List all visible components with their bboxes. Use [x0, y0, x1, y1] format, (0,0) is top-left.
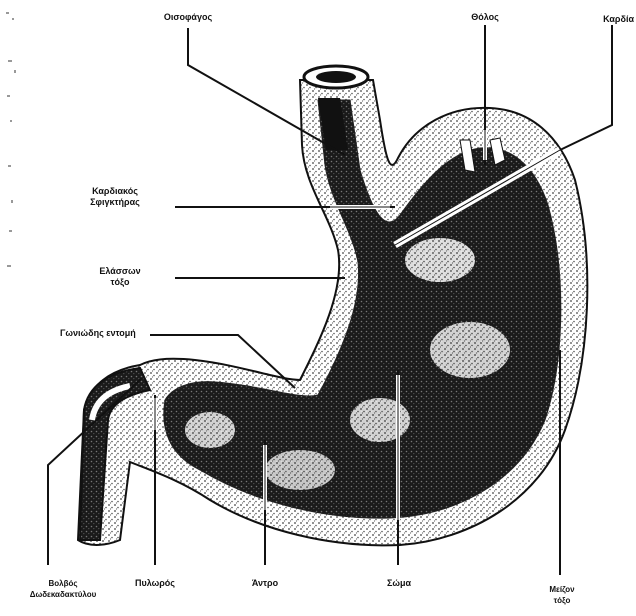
label-angular-notch: Γωνιώδης εντομή [60, 328, 160, 339]
leader-cardia [560, 25, 612, 150]
label-fundus: Θόλος [455, 12, 515, 23]
label-cardiac-sphincter: Καρδιακός Σφιγκτήρας [60, 186, 170, 208]
label-duodenal-bulb: Βολβός Δωδεκαδακτύλου [8, 578, 118, 600]
label-pylorus: Πυλωρός [120, 578, 190, 589]
label-body: Σώμα [374, 578, 424, 589]
label-greater-curvature: Μείζον τόξο [530, 584, 594, 606]
scan-noise [4, 0, 22, 300]
label-antrum: Άντρο [238, 578, 292, 589]
label-esophagus: Οισοφάγος [148, 12, 228, 23]
label-cardia: Καρδία [576, 14, 634, 25]
label-lesser-curvature: Ελάσσων τόξο [70, 266, 170, 288]
